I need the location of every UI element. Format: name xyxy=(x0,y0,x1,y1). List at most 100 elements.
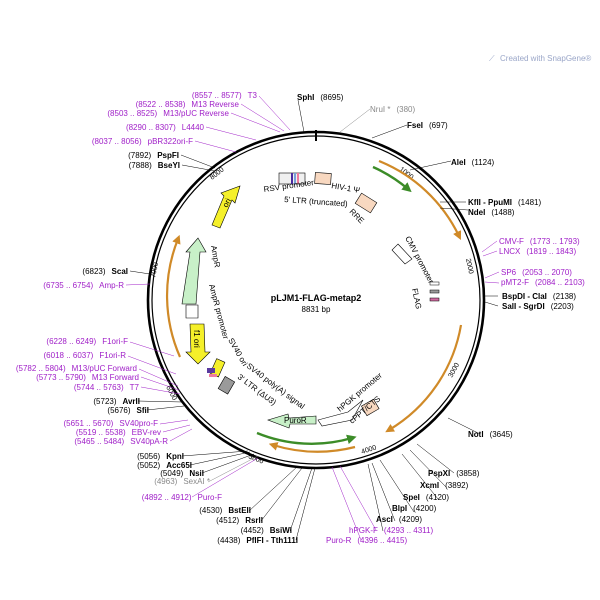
primer-pos: (5651 .. 5670) xyxy=(64,419,114,428)
feature-label-puror: PuroR xyxy=(284,416,307,425)
primer-puro-r[interactable]: Puro-R(4396 .. 4415) xyxy=(326,536,407,545)
enzyme-sali-sgrdi[interactable]: SalI - SgrDI(2203) xyxy=(502,302,574,311)
primer-pos: (5773 .. 5790) xyxy=(36,373,86,382)
enzyme-rsrii[interactable]: (4512)RsrII xyxy=(216,516,263,525)
primer-sp6[interactable]: SP6(2053 .. 2070) xyxy=(501,268,572,277)
enzyme-name: NotI xyxy=(468,430,484,439)
ampr-promoter-box xyxy=(185,304,199,319)
enzyme-pspxi[interactable]: PspXI(3858) xyxy=(428,469,480,478)
enzyme-spei[interactable]: SpeI(4120) xyxy=(403,493,449,502)
enzyme-name: NruI * xyxy=(370,105,390,114)
enzyme-name: SalI - SgrDI xyxy=(502,302,545,311)
enzyme-pflfi-tth111i[interactable]: (4438)PflFI - Tth111I xyxy=(217,536,298,545)
primer-ebv-rev[interactable]: (5519 .. 5538) EBV-rev xyxy=(76,428,161,437)
enzyme-nsii[interactable]: (5049)NsiI xyxy=(160,469,204,478)
primer-lncx[interactable]: LNCX(1819 .. 1843) xyxy=(499,247,576,256)
orange-arc-3 xyxy=(268,442,356,453)
enzyme-name: BlpI xyxy=(392,504,407,513)
primer-pos: (1819 .. 1843) xyxy=(526,247,576,256)
ltr-stripe-3 xyxy=(297,173,299,184)
enzyme-pos: (3892) xyxy=(445,481,468,490)
primer-m13-reverse[interactable]: (8522 .. 8538)M13 Reverse xyxy=(136,100,240,109)
enzyme-asci[interactable]: AscI(4209) xyxy=(376,515,422,524)
primer-name: SV40pro-F xyxy=(119,419,158,428)
primer-l4440[interactable]: (8290 .. 8307)L4440 xyxy=(126,123,205,132)
enzyme-pos: (5676) xyxy=(107,406,130,415)
primer-t3[interactable]: (8557 .. 8577)T3 xyxy=(192,91,258,100)
primer-hpgk-f[interactable]: hPGK-F(4293 .. 4311) xyxy=(349,526,433,535)
sv40-stripe-1 xyxy=(207,368,215,373)
primer-m13-forward[interactable]: (5773 .. 5790)M13 Forward xyxy=(36,373,139,382)
primer-amp-r[interactable]: (6735 .. 6754)Amp-R xyxy=(43,281,124,290)
enzyme-pos: (4209) xyxy=(399,515,422,524)
feature-label-ampr-promoter: AmpR promoter xyxy=(207,283,230,340)
enzyme-name: FseI xyxy=(407,121,423,130)
enzyme-nrui[interactable]: NruI * (380) xyxy=(370,105,415,114)
primer-t7[interactable]: (5744 .. 5763)T7 xyxy=(74,383,140,392)
enzyme-sexai[interactable]: (4963)SexAI * xyxy=(154,477,210,486)
enzyme-ndei[interactable]: NdeI(1488) xyxy=(468,208,515,217)
enzyme-alei[interactable]: AleI(1124) xyxy=(451,158,495,167)
enzyme-name: ScaI xyxy=(112,267,128,276)
feature-label-ori: ori xyxy=(221,197,233,209)
primer-name: M13/pUC Forward xyxy=(72,364,137,373)
enzyme-name: KpnI xyxy=(166,452,184,461)
enzyme-name: PspFI xyxy=(157,151,179,160)
enzyme-sfii[interactable]: (5676)SfiI xyxy=(107,406,149,415)
enzyme-name: BstEII xyxy=(228,506,251,515)
primer-sv40pa-r[interactable]: (5465 .. 5484)SV40pA-R xyxy=(74,437,168,446)
primer-cmv-f[interactable]: CMV-F(1773 .. 1793) xyxy=(499,237,580,246)
primer-pos: (5465 .. 5484) xyxy=(74,437,124,446)
enzyme-bsteii[interactable]: (4530)BstEII xyxy=(199,506,251,515)
enzyme-pspfi[interactable]: (7892)PspFI xyxy=(128,151,179,160)
feature-label-ampr: AmpR xyxy=(209,245,222,269)
primer-pbr322ori-f[interactable]: (8037 .. 8056)pBR322ori-F xyxy=(92,137,193,146)
primer-name: EBV-rev xyxy=(132,428,161,437)
enzyme-pos: (380) xyxy=(396,105,415,114)
primer-pmt2-f[interactable]: pMT2-F(2084 .. 2103) xyxy=(501,278,585,287)
enzyme-bseyi[interactable]: (7888)BseYI xyxy=(129,161,180,170)
enzyme-pos: (1488) xyxy=(491,208,514,217)
primer-pos: (5519 .. 5538) xyxy=(76,428,126,437)
enzyme-bspdi-clai[interactable]: BspDI - ClaI(2138) xyxy=(502,292,576,301)
enzyme-leader-lines xyxy=(129,99,499,541)
enzyme-kfli-ppumi[interactable]: KflI - PpuMI(1481) xyxy=(468,198,541,207)
primer-m13-puc-forward[interactable]: (5782 .. 5804) M13/pUC Forward xyxy=(16,364,137,373)
enzyme-pos: (6823) xyxy=(82,267,105,276)
primer-pos: (5782 .. 5804) xyxy=(16,364,66,373)
hiv-psi-box xyxy=(314,172,332,185)
enzyme-name: NsiI xyxy=(189,469,204,478)
enzyme-pos: (4452) xyxy=(241,526,264,535)
enzyme-sphi[interactable]: SphI(8695) xyxy=(297,93,344,102)
primer-name: Puro-F xyxy=(198,493,223,502)
credit-icon: ⟋ xyxy=(489,54,495,63)
primer-m13-puc-reverse[interactable]: (8503 .. 8525)M13/pUC Reverse xyxy=(107,109,229,118)
orange-arc-2 xyxy=(385,324,463,433)
feature-label-flag: FLAG xyxy=(410,288,423,310)
enzyme-blpi[interactable]: BlpI (4200) xyxy=(392,504,437,513)
credit-prefix: Created with xyxy=(500,54,547,63)
enzyme-bsiwi[interactable]: (4452) BsiWI xyxy=(241,526,292,535)
enzyme-xcmi[interactable]: XcmI(3892) xyxy=(420,481,469,490)
enzyme-name: BsiWI xyxy=(270,526,292,535)
primer-f1ori-r[interactable]: (6018 .. 6037)F1ori-R xyxy=(44,351,127,360)
puror-arrow xyxy=(267,413,317,429)
enzyme-noti[interactable]: NotI(3645) xyxy=(468,430,513,439)
svg-text:Created with SnapGene®: Created with SnapGene® xyxy=(500,54,591,63)
primer-pos: (2053 .. 2070) xyxy=(522,268,572,277)
primer-sv40pro-f[interactable]: (5651 .. 5670) SV40pro-F xyxy=(64,419,159,428)
rre-box xyxy=(354,192,378,214)
enzyme-pos: (4200) xyxy=(413,504,436,513)
enzyme-scai[interactable]: (6823) ScaI xyxy=(82,267,128,276)
enzyme-avrii[interactable]: (5723)AvrII xyxy=(93,397,140,406)
primer-pos: (6018 .. 6037) xyxy=(44,351,94,360)
enzyme-name: SphI xyxy=(297,93,314,102)
orange-arc-4 xyxy=(165,234,182,358)
enzyme-fsei[interactable]: FseI(697) xyxy=(407,121,448,130)
primer-puro-f[interactable]: (4892 .. 4912)Puro-F xyxy=(142,493,222,502)
enzyme-acc65i[interactable]: (5052)Acc65I xyxy=(137,461,192,470)
primer-f1ori-f[interactable]: (6228 .. 6249)F1ori-F xyxy=(46,337,128,346)
enzyme-kpni[interactable]: (5056)KpnI xyxy=(137,452,184,461)
enzyme-name: BspDI - ClaI xyxy=(502,292,547,301)
